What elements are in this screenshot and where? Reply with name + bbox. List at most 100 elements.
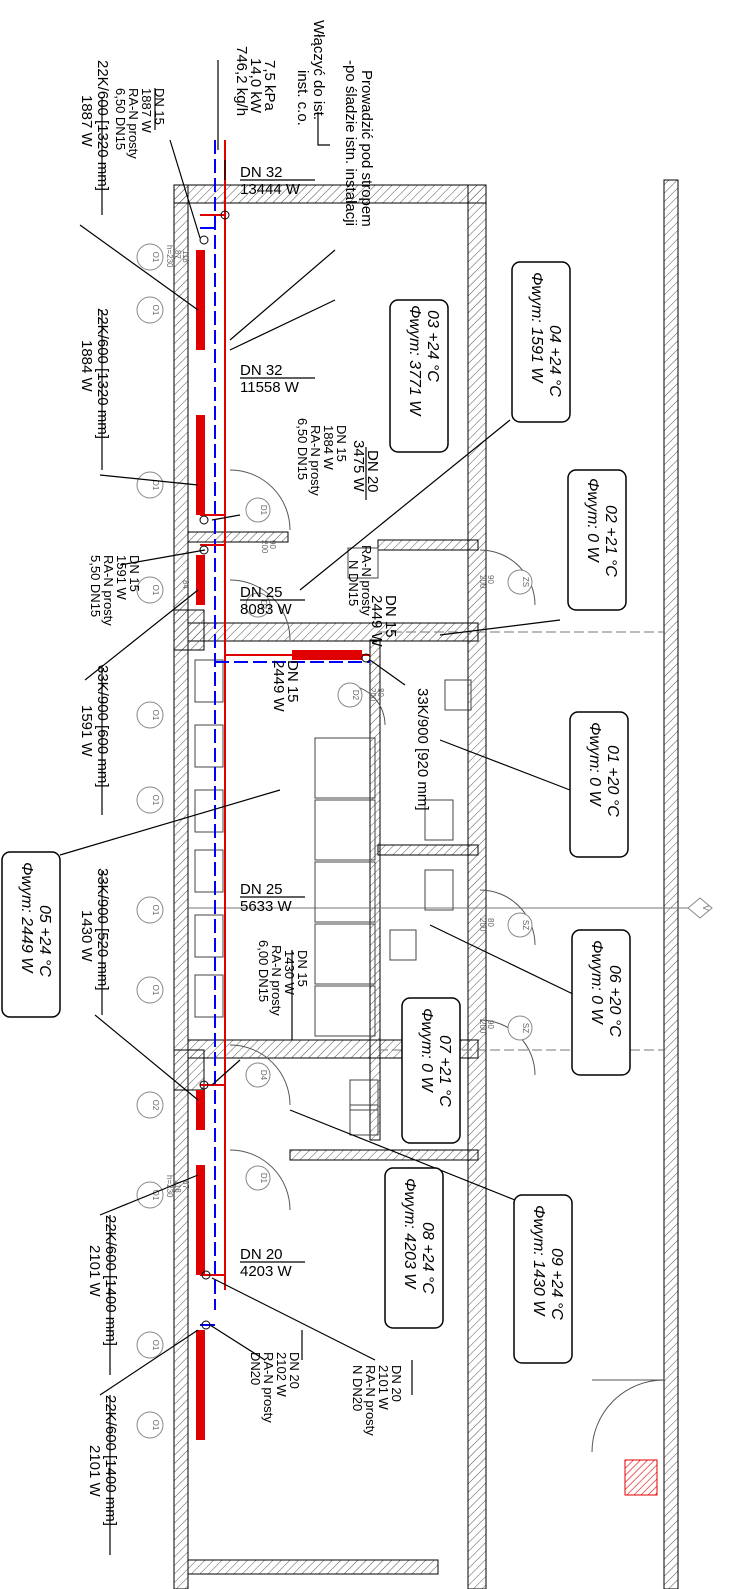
valve-power: 2101 W — [376, 1365, 391, 1411]
room-demand: Φwym: 4203 W — [401, 1178, 418, 1290]
label-d1: D1 — [259, 505, 268, 516]
column-2 — [173, 1049, 205, 1091]
locker — [314, 923, 376, 985]
pipe-dn: DN 15 — [382, 595, 399, 638]
routing-note-2: -po śladzie istn. instalacji — [342, 60, 359, 226]
radiator-spec: 33K/900 [600 mm] — [94, 665, 111, 788]
supply-pressure: 7,5 kPa — [261, 60, 278, 112]
valve-type: RA-N prosty — [308, 425, 323, 496]
dim-90: 90 — [486, 575, 495, 584]
label-d2: D2 — [351, 690, 360, 701]
wall-exterior — [663, 179, 679, 1589]
radiator-bar — [196, 415, 205, 515]
leader-lines — [59, 112, 576, 1396]
pipe-labels-rotated: DN 20 3475 W DN 15 2449 W DN 15 2449 W — [270, 440, 399, 713]
circle-o1 — [136, 243, 164, 271]
radiator-spec: 22K/600 [1320 mm] — [94, 60, 111, 191]
dim-90: 90 — [486, 1020, 495, 1029]
label-o1: O1 — [151, 795, 160, 806]
pipe-power: 3475 W — [350, 440, 367, 493]
valve-type: RA-N prosty — [101, 555, 116, 626]
valve-type: RA-N prosty — [359, 545, 374, 616]
room-demand: Φwym: 0 W — [588, 940, 605, 1026]
valve-dn: DN 20 — [287, 1352, 302, 1389]
room-temp: 08 +24 °C — [419, 1222, 436, 1294]
label-o1: O1 — [151, 710, 160, 721]
room-demand: Φwym: 0 W — [586, 722, 603, 808]
room-tag-04 — [511, 261, 571, 423]
routing-note-1: Prowadzić pod stropem — [358, 70, 375, 227]
dim-80: 80 — [376, 688, 385, 697]
room-temp: 09 +24 °C — [548, 1248, 565, 1320]
connect-note-2: inst. c.o. — [294, 70, 311, 126]
room-temp: 06 +20 °C — [606, 965, 623, 1037]
fixtures — [194, 547, 472, 1136]
valve-dn: DN 20 — [389, 1365, 404, 1402]
pipe-dn: DN 32 — [240, 164, 283, 181]
notes-text: Prowadzić pod stropem -po śladzie istn. … — [233, 20, 375, 227]
room-demand: Φwym: 0 W — [418, 1008, 435, 1094]
dim-90: 90 — [268, 540, 277, 549]
partition-5 — [377, 844, 479, 856]
pipe-dn: DN 20 — [240, 1246, 283, 1263]
valve-dn: DN 15 — [152, 88, 167, 125]
label-sz: SZ — [521, 920, 530, 930]
symbol-circle-labels: O1 O1 O1 O1 O1 O1 O1 O1 O2 O1 O1 O1 D1 D… — [151, 252, 710, 1431]
room-temp: 03 +24 °C — [424, 310, 441, 382]
locker — [314, 861, 376, 923]
valve-labels: DN 15 1887 W RA-N prosty 6,50 DN15 DN 15… — [88, 88, 404, 1436]
room-tags — [1, 261, 631, 1364]
label-o1: O1 — [151, 305, 160, 316]
sink — [347, 547, 379, 579]
connect-note-1: Włączyć do ist. — [310, 20, 327, 120]
label-d1: D1 — [259, 1173, 268, 1184]
partition-4 — [377, 539, 479, 551]
valve-type: RA-N prosty — [363, 1365, 378, 1436]
room-demand: Φwym: 1591 W — [528, 272, 545, 384]
label-sz: SZ — [521, 1023, 530, 1033]
radiator-spec: 22K/600 [1400 mm] — [102, 1395, 119, 1526]
label-o1: O1 — [151, 252, 160, 263]
locker — [314, 985, 376, 1037]
dim-80: 80 — [486, 918, 495, 927]
label-o1: O1 — [151, 1190, 160, 1201]
radiator-spec: 33K/900 [920 mm] — [414, 688, 431, 811]
room-tag-07 — [401, 997, 461, 1144]
washbasin — [194, 914, 224, 958]
exit-hatch — [624, 1459, 658, 1496]
label-o1: O1 — [151, 985, 160, 996]
dim-87: 87 — [173, 250, 182, 259]
dim-200: 200 — [260, 540, 269, 554]
room-demand: Φwym: 3771 W — [406, 305, 423, 417]
room-temp: 04 +24 °C — [546, 325, 563, 397]
dim-84: 84 — [181, 580, 190, 589]
label-zs: ZS — [521, 577, 530, 587]
wall-top — [173, 184, 487, 204]
valve-setting: N DN20 — [350, 1365, 365, 1411]
label-o1: O1 — [151, 585, 160, 596]
room-tag-08 — [384, 1167, 444, 1329]
supply-power: 14,0 kW — [247, 58, 264, 114]
valve-power: 1591 W — [114, 555, 129, 601]
radiator-power: 2101 W — [86, 1445, 103, 1498]
valve-dn: DN 15 — [295, 950, 310, 987]
room-temp: 02 +21 °C — [602, 505, 619, 577]
column-1 — [173, 609, 205, 651]
partition-1 — [187, 531, 289, 543]
valves — [199, 210, 371, 1330]
pipe-power: 8083 W — [240, 601, 293, 618]
sink — [349, 1104, 379, 1136]
room-tag-09 — [513, 1194, 573, 1364]
sink — [349, 1079, 379, 1111]
room-temp: 05 +24 °C — [36, 905, 53, 977]
locker — [314, 799, 376, 861]
dim-200: 200 — [368, 688, 377, 702]
valve-power: 1887 W — [139, 88, 154, 134]
label-d1: D1 — [259, 600, 268, 611]
label-underlines — [101, 60, 413, 1555]
label-d4: D4 — [259, 1070, 268, 1081]
room-temp: 07 +21 °C — [436, 1035, 453, 1107]
washbasin — [194, 849, 224, 893]
partition-6 — [289, 1149, 479, 1161]
